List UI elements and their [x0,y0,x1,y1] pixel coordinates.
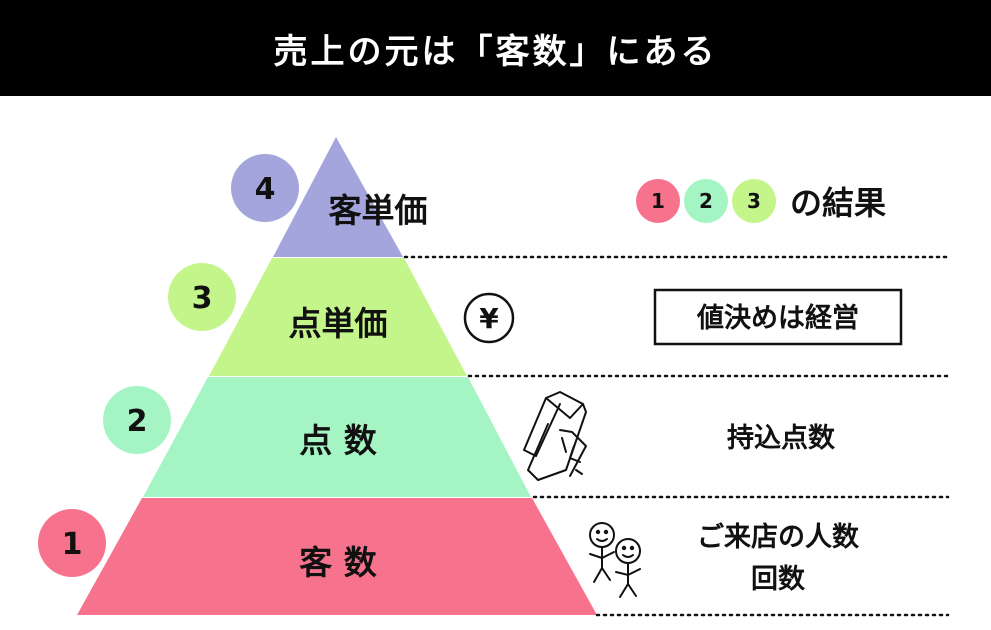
pricing-box-text: 値決めは経営 [696,302,859,334]
legend-number-2: 2 [699,189,713,213]
page-title: 売上の元は「客数」にある [273,31,718,72]
legend-circle-1 [636,179,680,223]
tier-2-number-circle [103,386,171,454]
header-bar: 売上の元は「客数」にある [0,0,991,96]
clothing-icon [523,391,587,481]
legend-circle-3 [732,179,776,223]
tier-2-label: 点 数 [299,421,377,460]
legend-number-1: 1 [651,189,665,213]
yen-symbol: ¥ [479,302,499,335]
tier-4-number-circle [231,154,299,222]
people-icon [589,522,641,598]
pyramid-tier-1 [77,498,597,615]
tier-3-label: 点単価 [289,304,388,343]
legend-number-3: 3 [747,189,761,213]
pyramid-tier-3 [209,258,467,376]
tier-3-number-circle [168,263,236,331]
visitors-text-line-2: 回数 [751,564,806,595]
pricing-box [653,288,903,346]
tier-3-number: 3 [192,281,213,316]
yen-circle-icon: ¥ [463,292,515,344]
tier-1-number: 1 [62,527,83,562]
legend-circle-2 [684,179,728,223]
items-count-text: 持込点数 [727,423,836,454]
tier-1-label: 客 数 [299,543,377,582]
pyramid-tier-4 [273,137,403,257]
legend-result-text: の結果 [790,184,886,222]
tier-1-number-circle [38,509,106,577]
pyramid-tier-2 [143,377,531,497]
tier-4-number: 4 [255,172,276,207]
tier-2-number: 2 [127,404,148,439]
tier-4-label: 客単価 [329,191,428,230]
visitors-text-line-1: ご来店の人数 [697,521,860,553]
